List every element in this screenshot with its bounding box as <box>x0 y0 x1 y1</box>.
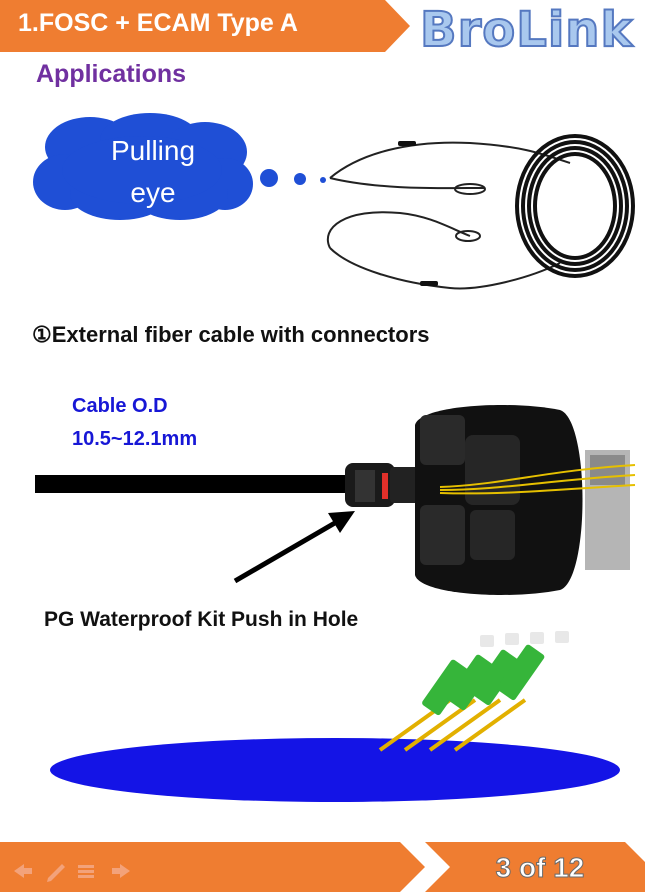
cable-od-label: Cable O.D <box>72 395 168 417</box>
page-title: 1.FOSC + ECAM Type A <box>18 9 298 37</box>
sc-apc-connectors-image <box>50 631 620 802</box>
pg-kit-caption: PG Waterproof Kit Push in Hole <box>44 608 359 631</box>
section-heading: ①External fiber cable with connectors <box>32 322 430 347</box>
enclosure-cable-gland-image <box>35 405 636 595</box>
title-banner <box>0 0 410 52</box>
menu-icon[interactable] <box>78 865 94 878</box>
cable-od-block: Cable O.D 10.5~12.1mm <box>72 390 197 456</box>
pulling-eye-cable-image <box>326 134 635 290</box>
callout-line-2: eye <box>130 177 176 208</box>
arrow-left-icon[interactable] <box>14 864 32 878</box>
cable-od-value: 10.5~12.1mm <box>72 428 198 450</box>
brolink-logo: BroLink <box>419 1 634 59</box>
section-subtitle: Applications <box>36 60 187 88</box>
thought-dots <box>260 169 326 187</box>
callout-line-1: Pulling <box>110 135 196 166</box>
arrow-right-icon[interactable] <box>112 864 130 878</box>
footer-bar <box>0 842 645 892</box>
pen-icon[interactable] <box>47 864 65 882</box>
page-indicator: 3 of 12 <box>495 852 585 884</box>
pulling-eye-callout-text: Pulling eye <box>78 130 228 214</box>
footer-nav-icons <box>14 864 130 882</box>
cloud-callout <box>33 113 253 220</box>
